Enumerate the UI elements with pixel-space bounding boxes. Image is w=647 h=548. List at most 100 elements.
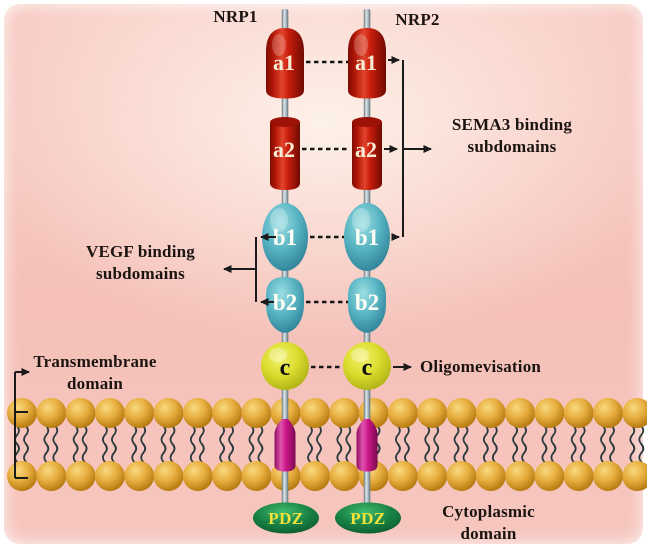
- lipid-tail: [453, 443, 460, 463]
- nrp1-stalk-top: [281, 9, 289, 31]
- cytoplasmic-line1: Cytoplasmic: [442, 502, 535, 521]
- nrp1-stalk-b2-c: [281, 329, 289, 346]
- lipid-head: [65, 461, 96, 491]
- lipid-head: [329, 398, 360, 428]
- nrp2-a1-highlight: [354, 34, 368, 56]
- nrp1-b2-label: b2: [273, 290, 297, 315]
- lipid-tail: [336, 443, 343, 463]
- lipid-tail: [169, 443, 176, 463]
- nrp2-transmembrane-helix: [356, 419, 378, 472]
- nrp2-b1-label: b1: [355, 225, 379, 250]
- lipid-head: [65, 398, 96, 428]
- lipid-head: [182, 398, 213, 428]
- lipid-tail: [629, 443, 636, 463]
- nrp1-c-highlight: [269, 348, 287, 362]
- lipid-head: [36, 398, 67, 428]
- nrp2-b1-highlight: [352, 208, 370, 232]
- lipid-tail: [111, 443, 117, 463]
- lipid-head: [475, 398, 506, 428]
- nrp1-stalk-a2-b1: [281, 185, 289, 207]
- nrp2-stalk-top: [363, 9, 371, 31]
- transmembrane-domain-label: Transmembrane domain: [20, 351, 170, 395]
- lipid-tails: [14, 425, 645, 463]
- nrp1-a1-domain: [266, 28, 304, 99]
- lipid-head: [622, 461, 647, 491]
- sema3-binding-label: SEMA3 binding subdomains: [428, 114, 596, 158]
- lipid-tail: [345, 443, 352, 463]
- vegf-bracket: [223, 233, 276, 306]
- nrp1-b2-domain: [266, 277, 304, 333]
- lipid-head: [124, 398, 155, 428]
- lipid-tail: [160, 443, 167, 463]
- nrp1-c-label: c: [280, 355, 291, 381]
- membrane-layer: [7, 398, 647, 491]
- lipid-head: [124, 461, 155, 491]
- nrp2-stalk-a2-b1: [363, 185, 371, 207]
- lipid-tail: [316, 443, 322, 463]
- lipid-tail: [52, 443, 59, 463]
- nrp1-pdz-label: PDZ: [268, 509, 304, 528]
- nrp1-title: NRP1: [213, 7, 258, 26]
- lipid-tail: [550, 443, 557, 463]
- lipid-head: [7, 461, 37, 491]
- lipid-tail: [404, 443, 410, 463]
- nrp2-title: NRP2: [395, 10, 440, 29]
- lipid-head: [475, 461, 506, 491]
- nrp2-c-domain: [343, 342, 391, 390]
- figure-background: [4, 4, 643, 544]
- sema3-bracket: [384, 56, 432, 241]
- nrp2-a2-domain: [352, 122, 382, 190]
- transmembrane-line2: domain: [67, 374, 123, 393]
- lipid-head: [563, 398, 594, 428]
- nrp2-a2-label: a2: [355, 137, 377, 162]
- nrp1-b1-label: b1: [273, 225, 297, 250]
- nrp2-c-label: c: [362, 355, 373, 381]
- lipid-head: [387, 461, 418, 491]
- nrp1-transmembrane-helix: [274, 419, 296, 472]
- lipid-head: [300, 398, 330, 428]
- nrp2-stalk-b2-c: [363, 329, 371, 346]
- sema3-binding-line1: SEMA3 binding: [451, 115, 573, 134]
- lipid-head: [329, 461, 360, 491]
- lipid-tail: [638, 443, 645, 463]
- lipid-head: [94, 398, 125, 428]
- lipid-tail: [433, 443, 440, 463]
- lipid-tail: [512, 443, 518, 463]
- lipid-head: [534, 461, 565, 491]
- lipid-head: [593, 461, 623, 491]
- lipid-head: [387, 398, 418, 428]
- lipid-head: [212, 461, 243, 491]
- lipid-head: [153, 398, 184, 428]
- oligomerization-label: Oligomevisation: [420, 357, 542, 376]
- receptor-stalks: [281, 9, 371, 346]
- lipid-tail: [579, 443, 586, 463]
- lipid-tail: [23, 443, 29, 463]
- lipid-head: [417, 461, 448, 491]
- nrp2-a1-domain: [348, 28, 386, 99]
- lipid-head: [417, 398, 448, 428]
- cytoplasmic-line2: domain: [460, 524, 517, 543]
- lipid-tail: [609, 443, 615, 463]
- lipid-tail: [43, 443, 50, 463]
- nrp2-a2-top-rim: [352, 117, 382, 127]
- nrp2-b1-domain: [344, 203, 390, 271]
- lipid-heads: [7, 398, 647, 491]
- lipid-tail: [102, 443, 108, 463]
- lipid-tail: [541, 443, 548, 463]
- nrp1-stalk-a1-a2: [281, 94, 289, 121]
- nrp2-pdz-domain: [335, 502, 401, 534]
- nrp2-a1-label: a1: [355, 50, 377, 75]
- nrp2-b2-domain: [348, 277, 386, 333]
- lipid-head: [36, 461, 67, 491]
- nrp1-b1-domain: [262, 203, 308, 271]
- nrp1-c-domain: [261, 342, 309, 390]
- lipid-tail: [462, 443, 469, 463]
- lipid-tail: [189, 443, 196, 463]
- lipid-tail: [424, 443, 431, 463]
- lipid-head: [446, 461, 477, 491]
- lipid-head: [241, 398, 272, 428]
- lipid-head: [182, 461, 213, 491]
- lipid-tail: [140, 443, 147, 463]
